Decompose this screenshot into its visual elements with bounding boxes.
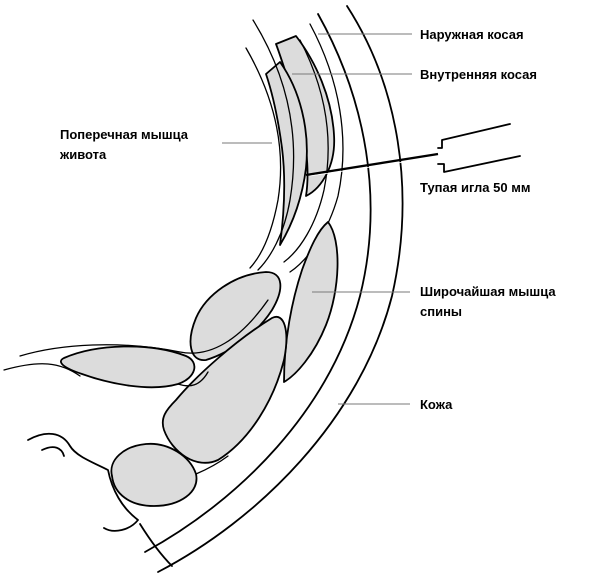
label-external-oblique: Наружная косая <box>420 27 524 42</box>
label-internal-oblique: Внутренняя косая <box>420 67 537 82</box>
label-skin: Кожа <box>420 397 453 412</box>
needle-hub-icon <box>438 124 520 172</box>
label-transversus-line1: Поперечная мышца <box>60 127 189 142</box>
quadratus-lumborum-muscle <box>61 346 195 387</box>
label-latissimus-line1: Широчайшая мышца <box>420 284 556 299</box>
vertebra-outline-2 <box>42 447 64 456</box>
label-latissimus-line2: спины <box>420 304 462 319</box>
label-blunt-needle: Тупая игла 50 мм <box>420 180 530 195</box>
latissimus-dorsi-muscle <box>284 222 338 382</box>
label-transversus-line2: живота <box>59 147 107 162</box>
